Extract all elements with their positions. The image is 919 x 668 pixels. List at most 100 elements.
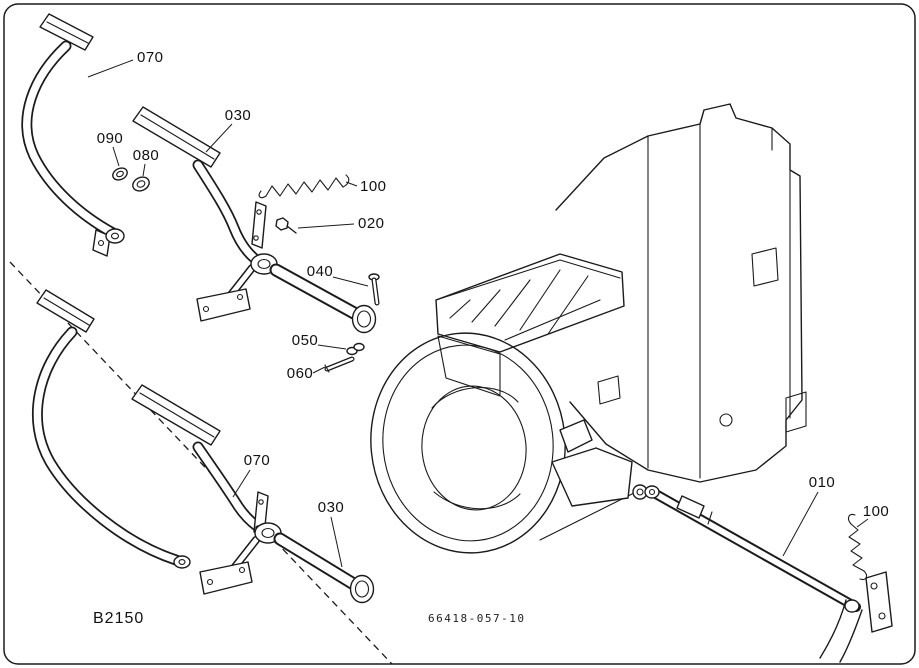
spring-coils	[265, 177, 344, 197]
lever-plate	[865, 571, 893, 633]
mount-plate-lower	[199, 561, 253, 595]
bell-housing	[370, 332, 566, 554]
tube-end-bore	[354, 580, 370, 598]
washer-080-part	[132, 176, 150, 192]
bell-to-case-line	[504, 299, 601, 341]
block-under-plate	[437, 335, 501, 397]
pin-040-part	[368, 273, 380, 306]
bell-rim-inner	[382, 344, 554, 542]
leader-line	[232, 469, 251, 498]
callout-030-lower: 030	[318, 499, 344, 568]
gear-case	[504, 103, 807, 541]
lower-variant-pedal-group	[31, 289, 375, 604]
case-outline	[555, 103, 803, 483]
pivot-bore	[261, 527, 275, 539]
callout-label: 070	[137, 49, 164, 66]
callout-label: 080	[133, 147, 160, 164]
pedal-upper-030	[132, 106, 377, 334]
leader-line	[345, 181, 358, 187]
top-cover-plate	[435, 253, 625, 397]
return-spring-right	[847, 514, 868, 580]
leader-line	[205, 123, 233, 153]
stop-plate	[196, 288, 251, 322]
case-foot	[785, 391, 807, 433]
pedal-pad-ridge	[139, 392, 215, 438]
return-spring-top	[258, 174, 350, 199]
pivot-boss	[105, 228, 125, 244]
callouts: 070 030 090 080 100 020 040 050	[87, 49, 889, 568]
spring-hook-top	[847, 514, 856, 525]
callout-040: 040	[307, 263, 369, 287]
hatch-line	[494, 279, 531, 327]
pivot-bore	[110, 232, 120, 240]
bell-to-case-line	[539, 491, 637, 541]
fork-pivot	[844, 599, 860, 613]
variant-divider-dashed	[9, 261, 393, 665]
spring-hook-left	[258, 190, 267, 199]
pedal-pad-ridge	[43, 297, 90, 326]
hatch-line	[547, 275, 589, 335]
bolt-020-part	[275, 217, 297, 234]
tube-end-cylinder	[349, 574, 375, 604]
plate-outline	[435, 253, 625, 353]
callout-100-right: 100	[856, 503, 889, 528]
diagram-border	[3, 3, 916, 665]
rod-collar	[676, 495, 705, 519]
callout-label: 100	[360, 178, 387, 195]
callout-label: 050	[292, 332, 319, 349]
hatch-line	[471, 289, 501, 323]
callout-090: 090	[97, 130, 124, 167]
callout-label: 060	[287, 365, 314, 382]
spring-coils	[848, 523, 865, 572]
side-port	[751, 247, 779, 287]
callout-010: 010	[782, 474, 836, 557]
tube-end-bore	[356, 310, 372, 328]
washer-090-part	[112, 167, 128, 181]
upper-variant-pedal-group	[21, 13, 380, 373]
callout-080: 080	[133, 147, 160, 177]
bolt-head	[275, 217, 289, 231]
fork-prong	[819, 599, 847, 659]
leader-line	[782, 491, 819, 557]
callout-100-top: 100	[345, 178, 387, 195]
fork-prong	[839, 609, 863, 663]
callout-label: 010	[809, 474, 836, 491]
model-label: B2150	[93, 610, 144, 627]
rod-clevis	[644, 485, 660, 499]
callout-030-upper: 030	[205, 107, 252, 153]
bolt-shank	[286, 225, 297, 234]
plate-hole	[97, 239, 105, 247]
clutch-rod-assembly	[644, 485, 893, 663]
callout-020: 020	[297, 215, 385, 232]
bell-opening	[421, 385, 527, 511]
hatch-line	[449, 299, 471, 319]
pedal-lower-030	[131, 384, 375, 604]
callout-060: 060	[287, 365, 326, 382]
leader-line	[332, 276, 369, 287]
leader-line	[330, 516, 343, 568]
pedal-lower-070	[31, 289, 191, 569]
callout-label: 090	[97, 130, 124, 147]
pin-060-part	[324, 356, 355, 373]
pivot-bore	[178, 559, 186, 565]
callout-label: 030	[225, 107, 252, 124]
pivot-bore	[257, 258, 271, 270]
callout-050: 050	[292, 332, 347, 350]
release-lever	[559, 419, 593, 453]
callout-label: 040	[307, 263, 334, 280]
internal-detail-arc-top	[431, 387, 519, 409]
tube-end-cylinder	[351, 304, 377, 334]
internal-detail-arc-bottom	[433, 491, 521, 510]
pin-head-tick	[324, 364, 330, 373]
callout-label: 020	[358, 215, 385, 232]
spring-hook-bottom	[859, 570, 868, 580]
leader-line	[312, 366, 326, 374]
collar-tick	[707, 511, 713, 525]
callout-070-upper: 070	[87, 49, 164, 78]
pedal-upper-070	[21, 13, 125, 257]
rod-fork-end	[819, 599, 863, 663]
leader-line	[317, 344, 347, 350]
drain-plug	[719, 413, 733, 427]
